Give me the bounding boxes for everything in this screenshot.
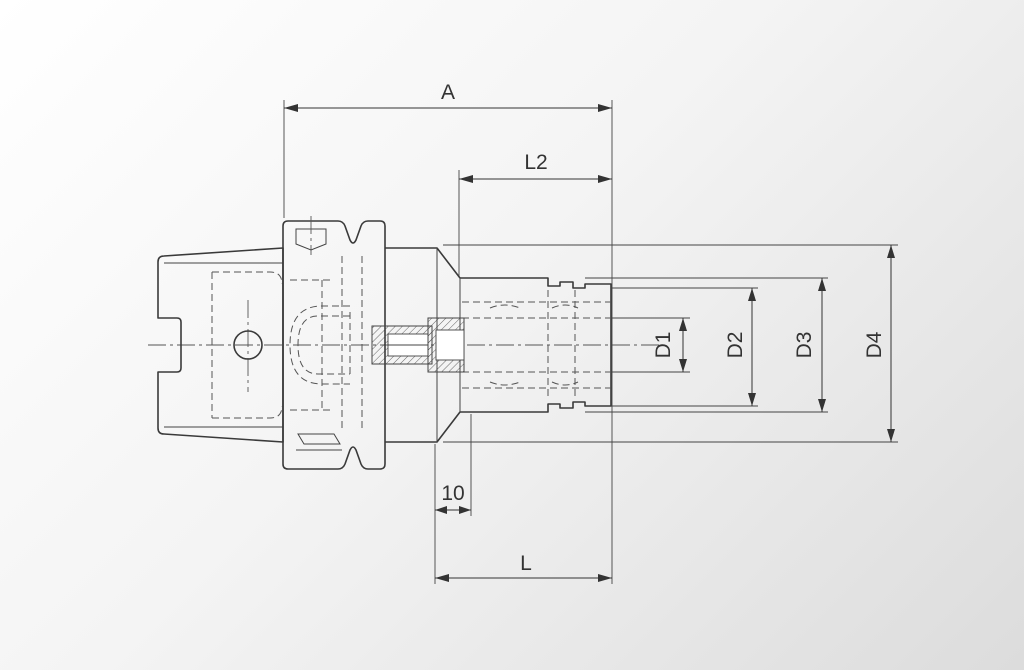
internal-screw <box>289 305 465 385</box>
dimension-L2: L2 <box>458 151 612 276</box>
label-D3: D3 <box>793 332 816 359</box>
diameter-extension-lines <box>443 244 898 443</box>
shank-hole <box>233 330 263 360</box>
dimension-10: 10 <box>435 414 472 516</box>
dimension-D1: D1 <box>652 318 687 372</box>
dimension-A: A <box>283 81 613 584</box>
dimension-L: L <box>434 444 612 584</box>
flange <box>282 216 386 470</box>
label-L: L <box>520 552 532 575</box>
dimension-D4: D4 <box>863 245 895 442</box>
label-D4: D4 <box>863 331 886 358</box>
label-L2: L2 <box>524 151 547 174</box>
label-D1: D1 <box>652 332 675 359</box>
dimension-D3: D3 <box>793 278 826 412</box>
label-D2: D2 <box>724 332 747 359</box>
label-10: 10 <box>441 482 464 505</box>
hsk-shank <box>157 247 284 443</box>
label-A: A <box>441 81 455 104</box>
dimension-D2: D2 <box>724 288 756 406</box>
